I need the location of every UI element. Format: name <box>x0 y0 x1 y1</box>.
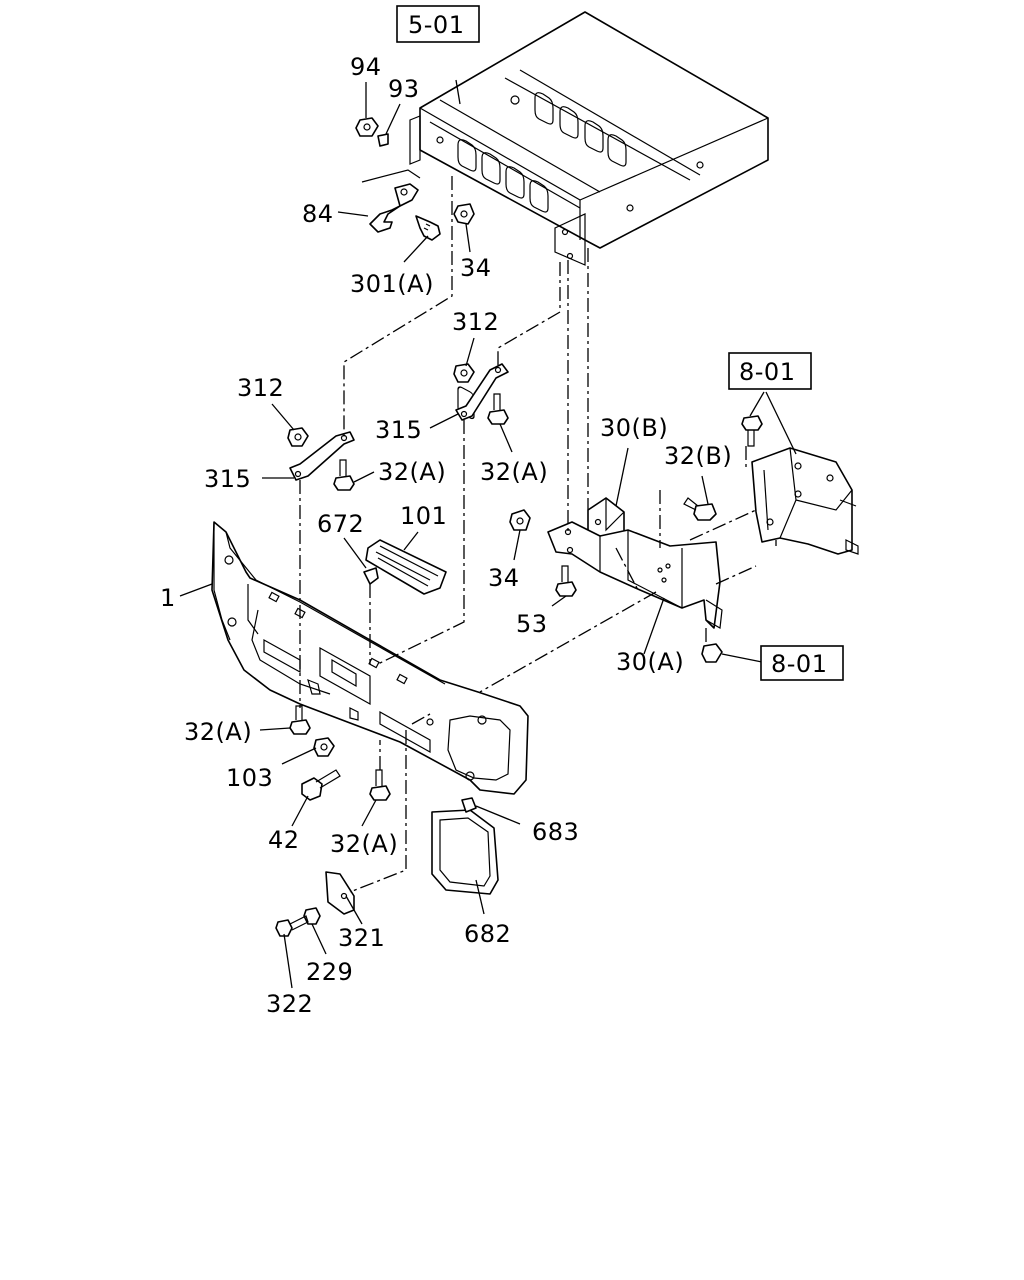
label-312-left: 312 <box>237 374 284 402</box>
clip-672 <box>363 567 379 585</box>
label-672: 672 <box>317 510 364 538</box>
label-103: 103 <box>226 764 273 792</box>
bracket-321 <box>325 871 355 915</box>
ref-box-5-01: 5-01 <box>396 5 480 43</box>
nut-103 <box>313 737 335 757</box>
bolt-53 <box>555 565 577 597</box>
label-34-top: 34 <box>460 254 492 282</box>
clip-683 <box>461 797 477 813</box>
bracket-30a <box>547 521 723 629</box>
ref-box-8-01-top: 8-01 <box>728 352 812 390</box>
frame-assembly <box>409 11 769 420</box>
label-322: 322 <box>266 990 313 1018</box>
front-bumper <box>211 521 529 795</box>
label-53: 53 <box>516 610 548 638</box>
bolt-42 <box>301 769 341 801</box>
nut-312-mid <box>453 363 475 383</box>
bracket-315-mid <box>455 363 509 421</box>
ref-8-01-top-label: 8-01 <box>739 358 795 386</box>
leader-lines <box>179 79 797 989</box>
bolt-8-01-top <box>741 415 763 447</box>
ref-box-8-01-bottom: 8-01 <box>760 645 844 681</box>
part-labels: 94 93 84 34 301(A) 312 312 315 315 32(A)… <box>160 53 732 1018</box>
label-94: 94 <box>350 53 382 81</box>
nut-34-mid <box>509 509 531 531</box>
label-30a: 30(A) <box>616 648 684 676</box>
washer-93 <box>377 133 389 147</box>
bolt-322 <box>275 915 309 937</box>
alignment-lines <box>299 176 777 893</box>
ref-8-01-bottom-label: 8-01 <box>771 650 827 678</box>
label-93: 93 <box>388 75 420 103</box>
label-315-left: 315 <box>204 465 251 493</box>
label-30b: 30(B) <box>600 414 668 442</box>
label-682: 682 <box>464 920 511 948</box>
label-321: 321 <box>338 924 385 952</box>
lamp-bezel-682 <box>431 809 499 895</box>
nut-94 <box>355 117 379 137</box>
label-42: 42 <box>268 826 300 854</box>
support-bracket-8-01 <box>751 447 859 555</box>
label-32a-bottom-left: 32(A) <box>184 718 252 746</box>
washer-229 <box>303 907 321 925</box>
label-301a: 301(A) <box>350 270 434 298</box>
label-84: 84 <box>302 200 334 228</box>
label-1: 1 <box>160 584 176 612</box>
label-34-mid: 34 <box>488 564 520 592</box>
bolt-32a-mid <box>487 393 509 425</box>
label-315-mid: 315 <box>375 416 422 444</box>
label-229: 229 <box>306 958 353 986</box>
step-101 <box>365 539 447 595</box>
label-683: 683 <box>532 818 579 846</box>
label-32b: 32(B) <box>664 442 732 470</box>
bolt-32a-bottom <box>369 769 391 801</box>
nut-34-top <box>453 203 475 225</box>
label-312-mid: 312 <box>452 308 499 336</box>
label-101: 101 <box>400 502 447 530</box>
nut-312-left <box>287 427 309 447</box>
bolt-301a <box>415 215 441 241</box>
nut-8-01-bottom <box>701 643 723 663</box>
ref-5-01-label: 5-01 <box>408 11 464 39</box>
bolt-32b <box>683 497 717 521</box>
label-32a-mid: 32(A) <box>480 458 548 486</box>
label-32a-left-top: 32(A) <box>378 458 446 486</box>
tow-hook <box>361 169 421 233</box>
bolt-32a-bottom-left <box>289 705 311 735</box>
bolt-32a-left-top <box>333 459 355 491</box>
label-32a-bottom: 32(A) <box>330 830 398 858</box>
